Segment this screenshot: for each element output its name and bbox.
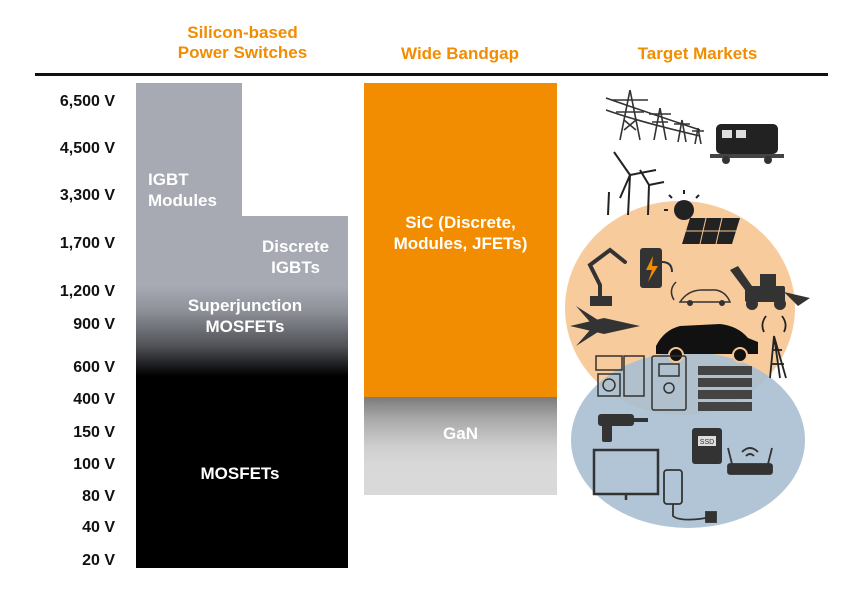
appliance-icon bbox=[595, 355, 687, 411]
voltage-label: 80 V bbox=[82, 488, 115, 505]
wifi-router-icon bbox=[727, 447, 773, 475]
voltage-label: 3,300 V bbox=[59, 187, 115, 204]
power-transmission-tower-icon bbox=[605, 89, 704, 145]
solar-panel-icon bbox=[664, 190, 740, 245]
excavator-icon bbox=[730, 266, 810, 310]
mosfets-label: MOSFETs bbox=[200, 464, 280, 483]
ssd-drive-icon: SSD bbox=[692, 428, 722, 464]
voltage-label: 1,200 V bbox=[59, 283, 115, 300]
voltage-label: 20 V bbox=[82, 552, 115, 569]
voltage-label: 150 V bbox=[73, 424, 115, 441]
header-divider bbox=[35, 73, 828, 76]
ev-charger-icon bbox=[640, 248, 673, 288]
superjunction-mosfets-label: Superjunction MOSFETs bbox=[187, 296, 303, 336]
smartphone-charger-icon bbox=[663, 469, 717, 523]
igbt-modules-block bbox=[136, 83, 242, 218]
sic-block bbox=[364, 83, 557, 399]
industrial-robot-icon bbox=[587, 247, 627, 306]
monitor-icon bbox=[592, 448, 660, 500]
gan-label: GaN bbox=[443, 424, 478, 443]
igbt-modules-label: IGBT Modules bbox=[148, 170, 217, 210]
server-rack-icon bbox=[698, 366, 752, 411]
voltage-label: 40 V bbox=[82, 519, 115, 536]
gan-block bbox=[364, 397, 557, 495]
power-drill-icon bbox=[598, 414, 648, 442]
cell-tower-icon bbox=[761, 315, 787, 379]
locomotive-icon bbox=[710, 124, 784, 164]
voltage-label: 900 V bbox=[73, 316, 115, 333]
electric-car-icon bbox=[670, 281, 732, 306]
wind-turbine-icon bbox=[607, 151, 665, 216]
voltage-label: 4,500 V bbox=[59, 140, 115, 157]
silicon-gradient-block bbox=[136, 216, 348, 568]
voltage-label: 600 V bbox=[73, 359, 115, 376]
fighter-jet-icon bbox=[570, 306, 640, 346]
header-wide-bandgap: Wide Bandgap bbox=[401, 44, 519, 63]
voltage-label: 400 V bbox=[73, 391, 115, 408]
sic-label: SiC (Discrete, Modules, JFETs) bbox=[393, 213, 528, 253]
header-silicon: Silicon-based Power Switches bbox=[177, 23, 308, 62]
voltage-label: 6,500 V bbox=[59, 93, 115, 110]
sedan-car-icon bbox=[656, 324, 758, 363]
header-target-markets: Target Markets bbox=[637, 44, 758, 63]
voltage-label: 100 V bbox=[73, 456, 115, 473]
voltage-label: 1,700 V bbox=[59, 235, 115, 252]
discrete-igbts-label: Discrete IGBTs bbox=[261, 237, 330, 277]
ssd-label: SSD bbox=[700, 439, 714, 446]
